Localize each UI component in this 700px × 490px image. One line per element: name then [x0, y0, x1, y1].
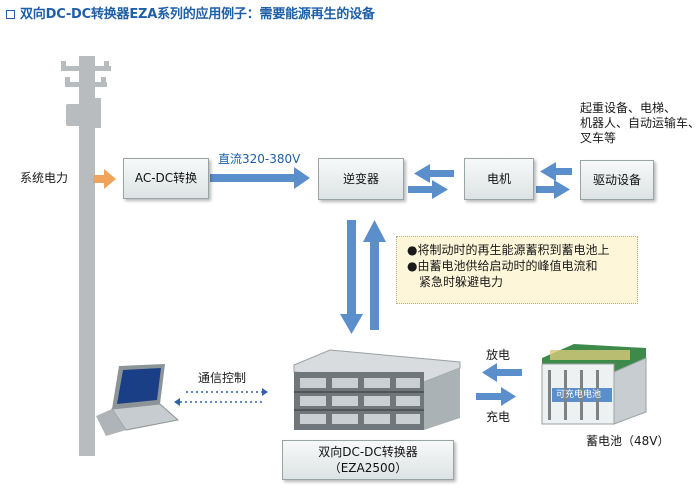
- grid-power-label: 系统电力: [20, 171, 69, 185]
- communication-arrows: [174, 388, 268, 406]
- note-line: ●将制动时的再生能源蓄积到蓄电池上: [407, 243, 610, 257]
- motor-block: 电机: [464, 158, 534, 200]
- page-title-text: 双向DC-DC转换器EZA系列的应用例子：需要能源再生的设备: [20, 7, 375, 22]
- grid-input-arrow: [93, 169, 116, 189]
- battery-label: 蓄电池（48V）: [586, 434, 670, 448]
- dc-bus-arrow: [210, 167, 310, 189]
- regeneration-note: ●将制动时的再生能源蓄积到蓄电池上 ●由蓄电池供给启动时的峰值电流和 紧急时躲避…: [396, 236, 638, 304]
- applications-line: 起重设备、电梯、: [580, 101, 677, 115]
- note-line: 紧急时躲避电力: [419, 275, 504, 289]
- utility-pole-icon: [61, 56, 111, 456]
- dc-dc-converter-unit-icon: [293, 349, 461, 430]
- inverter-block: 逆变器: [318, 158, 404, 200]
- motor-label: 电机: [486, 171, 511, 186]
- converter-inverter-arrows: [340, 220, 386, 334]
- motor-drive-arrows: [536, 162, 572, 199]
- dc-line-label: 直流320-380V: [218, 152, 301, 166]
- ac-dc-converter-block: AC-DC转换: [123, 158, 209, 199]
- note-line: ●由蓄电池供给启动时的峰值电流和: [407, 259, 598, 273]
- battery-arrows: [476, 363, 522, 406]
- inverter-motor-arrows: [408, 164, 454, 199]
- battery-sticker-label: 可充电电池: [556, 390, 602, 400]
- communication-label: 通信控制: [198, 371, 247, 385]
- laptop-icon: [96, 364, 180, 436]
- charge-label: 充电: [486, 410, 511, 424]
- checkbox-square-icon: [6, 10, 15, 19]
- drive-equipment-block: 驱动设备: [580, 160, 654, 200]
- dc-dc-converter-block: 双向DC-DC转换器 （EZA2500）: [282, 440, 454, 480]
- battery-icon: [541, 344, 647, 425]
- applications-line: 机器人、自动运输车、: [580, 116, 700, 130]
- drive-equipment-label: 驱动设备: [592, 172, 641, 187]
- page-title: 双向DC-DC转换器EZA系列的应用例子：需要能源再生的设备: [6, 3, 375, 22]
- dc-dc-converter-model: （EZA2500）: [328, 461, 408, 475]
- applications-label: 起重设备、电梯、 机器人、自动运输车、 叉车等: [580, 101, 700, 146]
- dc-dc-converter-label: 双向DC-DC转换器: [318, 444, 418, 459]
- ac-dc-converter-label: AC-DC转换: [134, 171, 198, 186]
- discharge-label: 放电: [486, 348, 511, 362]
- applications-line: 叉车等: [580, 131, 617, 145]
- inverter-label: 逆变器: [342, 171, 379, 186]
